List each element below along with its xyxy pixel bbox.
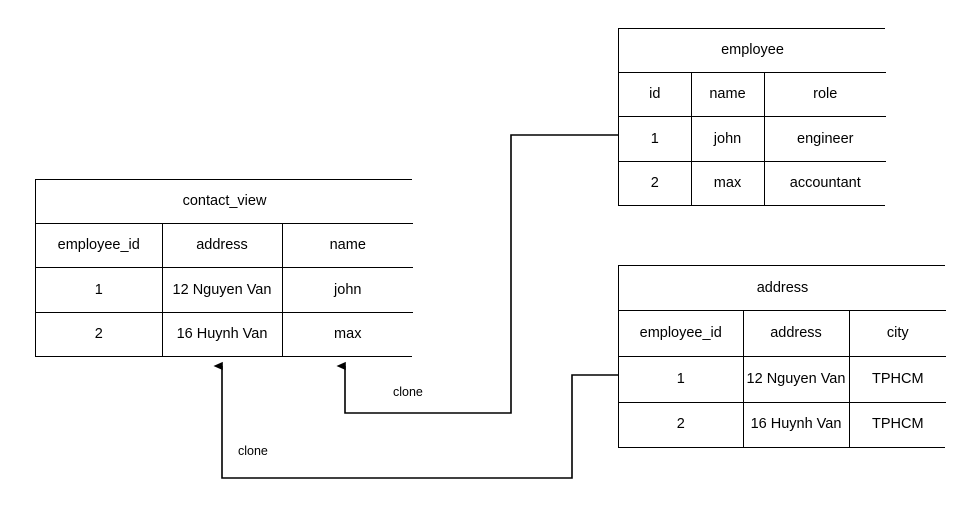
column-header: role xyxy=(763,71,887,118)
table-contact-view[interactable]: contact_view employee_id address name 1 … xyxy=(35,179,414,357)
table-header-row: employee_id address name xyxy=(36,222,414,269)
column-header: id xyxy=(619,71,692,118)
table-row: 1 john engineer xyxy=(619,116,887,162)
table-title-row: contact_view xyxy=(36,180,414,224)
cell: 2 xyxy=(619,160,692,205)
cell: john xyxy=(690,116,765,162)
table-row: 1 12 Nguyen Van TPHCM xyxy=(619,355,947,403)
cell: 16 Huynh Van xyxy=(161,311,283,356)
edge-label-address-clone: clone xyxy=(238,444,268,458)
table-address[interactable]: address employee_id address city 1 12 Ng… xyxy=(618,265,947,448)
column-header: city xyxy=(848,310,947,357)
cell: engineer xyxy=(763,116,887,162)
column-header: name xyxy=(690,71,765,118)
table-title-row: address xyxy=(619,266,947,312)
cell: 1 xyxy=(619,355,744,403)
cell: 1 xyxy=(619,116,692,162)
table-title-employee: employee xyxy=(619,29,887,73)
table-row: 2 16 Huynh Van TPHCM xyxy=(619,401,947,447)
cell: 16 Huynh Van xyxy=(742,401,850,447)
cell: 2 xyxy=(36,311,163,356)
column-header: address xyxy=(742,310,850,357)
cell: max xyxy=(281,311,414,356)
edge-label-employee-clone: clone xyxy=(393,385,423,399)
column-header: name xyxy=(281,222,414,269)
table-row: 2 16 Huynh Van max xyxy=(36,311,414,356)
table-title-contact-view: contact_view xyxy=(36,180,414,224)
cell: 12 Nguyen Van xyxy=(742,355,850,403)
column-header: employee_id xyxy=(619,310,744,357)
table-title-address: address xyxy=(619,266,947,312)
table-employee[interactable]: employee id name role 1 john engineer 2 … xyxy=(618,28,887,206)
cell: 12 Nguyen Van xyxy=(161,267,283,313)
table-header-row: employee_id address city xyxy=(619,310,947,357)
cell: 1 xyxy=(36,267,163,313)
cell: john xyxy=(281,267,414,313)
table-row: 1 12 Nguyen Van john xyxy=(36,267,414,313)
cell: 2 xyxy=(619,401,744,447)
cell: TPHCM xyxy=(848,355,947,403)
connector-address-to-contact-view xyxy=(213,361,618,479)
column-header: address xyxy=(161,222,283,269)
table-row: 2 max accountant xyxy=(619,160,887,205)
column-header: employee_id xyxy=(36,222,163,269)
table-title-row: employee xyxy=(619,29,887,73)
cell: TPHCM xyxy=(848,401,947,447)
cell: max xyxy=(690,160,765,205)
table-header-row: id name role xyxy=(619,71,887,118)
cell: accountant xyxy=(763,160,887,205)
